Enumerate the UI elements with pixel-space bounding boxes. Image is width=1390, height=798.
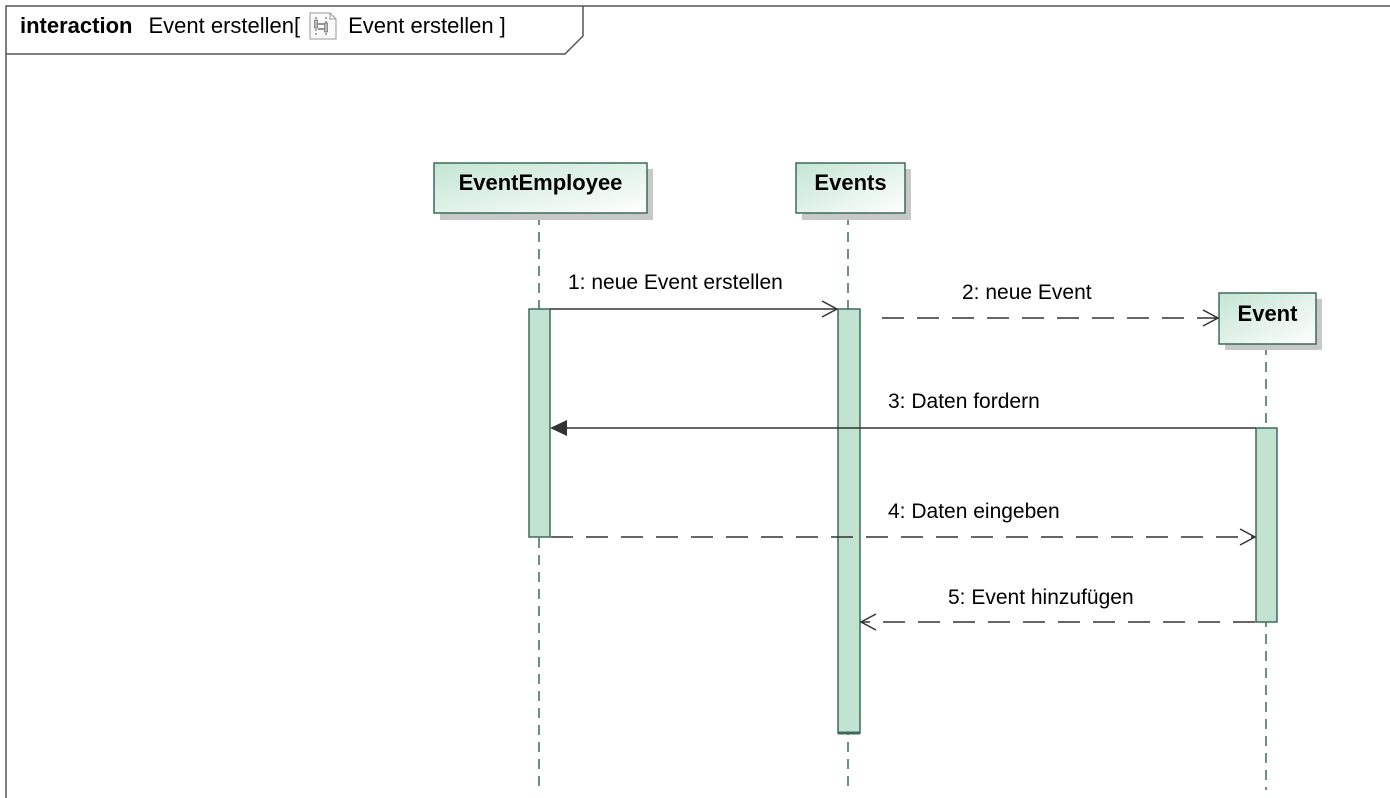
interaction-frame <box>5 5 1390 798</box>
message-3-arrow[interactable] <box>550 420 1256 436</box>
frame-ref-name: Event erstellen <box>348 13 494 38</box>
message-2-label: 2: neue Event <box>962 281 1092 304</box>
frame-title: interaction Event erstellen [ Event erst… <box>20 11 506 41</box>
lifeline-head-event[interactable] <box>1218 292 1317 345</box>
message-4-label: 4: Daten eingeben <box>888 500 1060 523</box>
frame-keyword: interaction <box>20 13 133 38</box>
message-5-arrow[interactable] <box>859 613 1255 631</box>
frame-bracket-open: [ <box>294 13 301 38</box>
frame-name: Event erstellen <box>148 13 294 38</box>
activation-bar-eventemployee <box>528 308 551 538</box>
lifeline-name-events: Events <box>814 170 887 195</box>
message-5-label: 5: Event hinzufügen <box>948 586 1134 609</box>
message-2-arrow[interactable] <box>882 309 1220 327</box>
frame-name-tab <box>6 6 584 55</box>
lifeline-name-event: Event <box>1237 300 1298 326</box>
message-4-arrow[interactable] <box>551 528 1257 546</box>
sequence-diagram-icon[interactable] <box>308 11 338 41</box>
lifeline-head-events[interactable] <box>795 162 906 214</box>
message-1-label: 1: neue Event erstellen <box>568 271 783 294</box>
activation-bar-events <box>837 308 861 734</box>
message-3-label: 3: Daten fordern <box>888 390 1040 413</box>
message-1-arrow[interactable] <box>550 300 839 318</box>
activation-bar-event <box>1255 427 1278 623</box>
frame-bracket-close: ] <box>499 13 506 38</box>
lifeline-name-eventemployee: EventEmployee <box>458 170 623 195</box>
lifeline-head-eventemployee[interactable] <box>433 162 648 214</box>
